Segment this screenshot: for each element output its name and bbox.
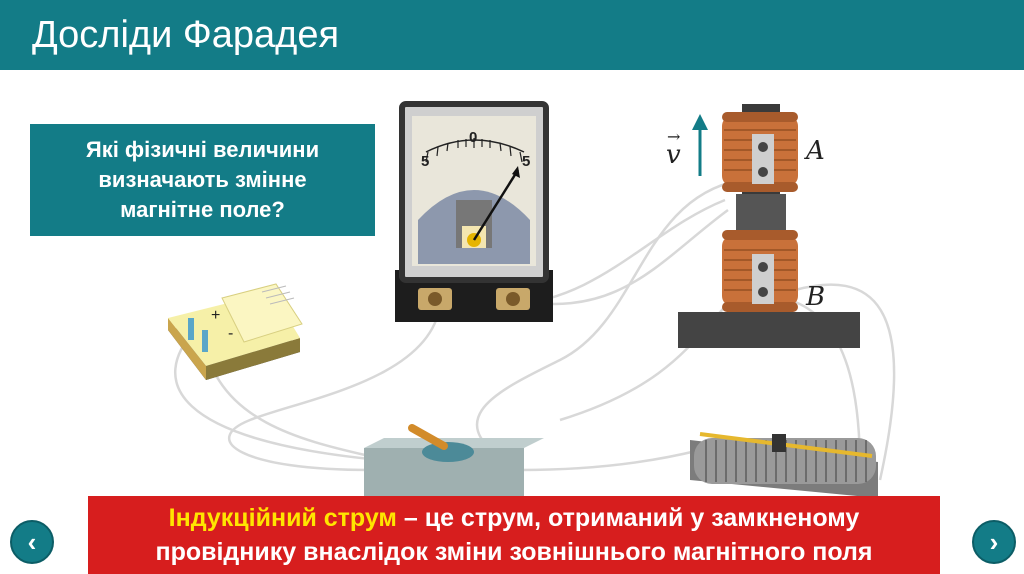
definition-text: – це струм, отриманий у замкненому: [396, 504, 860, 532]
chevron-left-icon: ‹: [27, 526, 37, 557]
title-bar: Досліди Фарадея: [0, 0, 1024, 70]
question-line: Які фізичні величини: [85, 137, 320, 162]
page-title: Досліди Фарадея: [32, 14, 340, 56]
switch: [364, 424, 544, 500]
rheostat: [690, 432, 878, 498]
definition-box: Індукційний струм – це струм, отриманий …: [88, 496, 940, 574]
velocity-arrow-icon: [692, 114, 708, 176]
question-box: Які фізичні величини визначають змінне м…: [30, 124, 375, 236]
definition-line-2: провіднику внаслідок зміни зовнішнього м…: [155, 538, 873, 566]
battery-minus-label: -: [228, 325, 233, 342]
velocity-label: v→: [666, 127, 681, 170]
definition-line-1: Індукційний струм – це струм, отриманий …: [88, 501, 940, 535]
definition-term: Індукційний струм: [168, 504, 397, 532]
chevron-right-icon: ›: [989, 526, 999, 557]
scale-center-label: 0: [469, 129, 477, 146]
prev-slide-button[interactable]: ‹: [10, 520, 54, 564]
battery-plus-label: +: [211, 307, 220, 324]
question-line: визначають змінне: [98, 167, 307, 192]
coil-stand: [678, 104, 860, 348]
battery: [168, 283, 303, 380]
question-line: магнітне поле?: [120, 197, 285, 222]
coil-b-label: B: [806, 282, 826, 312]
next-slide-button[interactable]: ›: [972, 520, 1016, 564]
experiment-illustration: 5 0 5: [168, 101, 896, 500]
scale-left-label: 5: [421, 153, 429, 170]
galvanometer: [395, 101, 553, 322]
coil-a-label: A: [806, 136, 825, 166]
scale-right-label: 5: [522, 153, 530, 170]
